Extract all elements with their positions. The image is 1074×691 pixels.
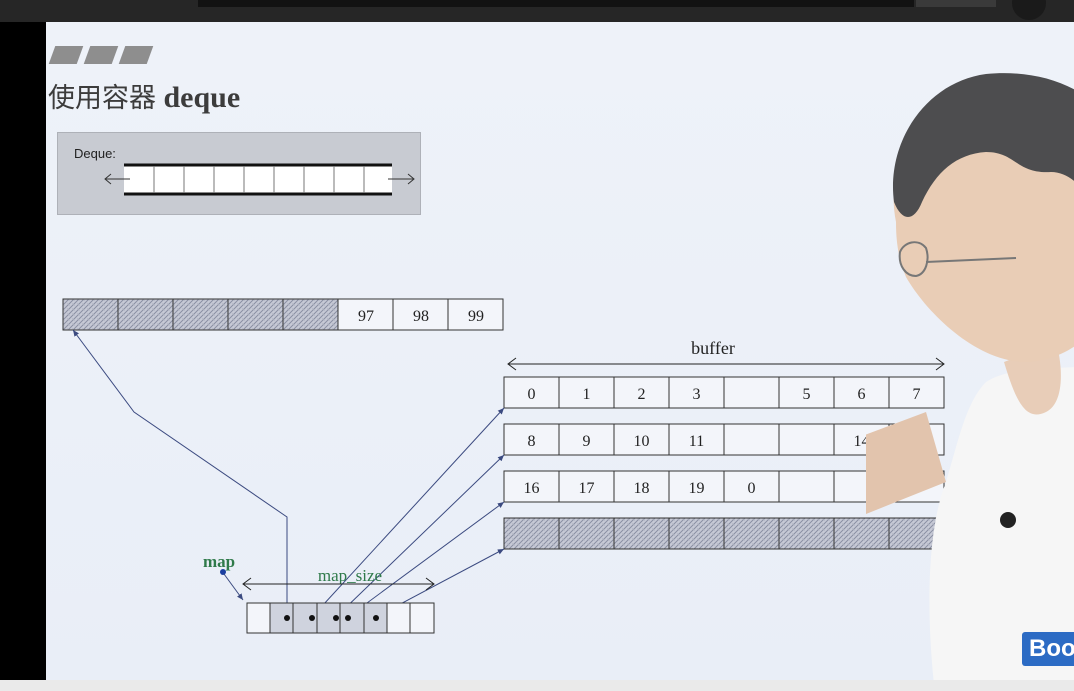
cell-value: 19: [689, 480, 705, 497]
cell-value: 0: [748, 480, 756, 497]
slide-title-cn: 使用容器: [48, 83, 156, 114]
hatched-cell: [778, 517, 835, 550]
hatched-buffer-row: [503, 517, 945, 550]
buffer-cell: [613, 376, 670, 409]
cell-value: 18: [634, 480, 650, 497]
cell-value: 8: [528, 433, 536, 450]
buffer-cell: [778, 470, 835, 503]
deque-label: Deque:: [74, 146, 116, 161]
cell-value: 3: [693, 386, 701, 403]
channel-logo: Boo: [1022, 632, 1074, 666]
cell-value: 16: [524, 480, 540, 497]
buffer-cell: [392, 298, 449, 331]
buffer-cell: [723, 423, 780, 456]
buffer-cell: [723, 470, 780, 503]
cell-value: 17: [579, 480, 595, 497]
hatched-cell: [723, 517, 780, 550]
player-control-icon[interactable]: [1012, 0, 1046, 20]
cell-value: 10: [634, 433, 650, 450]
slide-title-en: deque: [163, 81, 241, 114]
cell-value: 7: [913, 386, 921, 403]
map-arrow: [223, 573, 244, 601]
hatched-cell: [172, 298, 229, 331]
buffer-cell: [503, 470, 560, 503]
buffer-cell: [558, 470, 615, 503]
map-array: [246, 602, 435, 634]
buffer-span-arrow: [507, 357, 945, 371]
buffer-cell: [723, 376, 780, 409]
bottom-bar: [0, 680, 1074, 691]
buffer-cell: [668, 470, 725, 503]
left-letterbox: [0, 22, 46, 691]
map-node-pointer: [333, 615, 339, 621]
hatched-cell: [503, 517, 560, 550]
map-label: map: [203, 552, 235, 571]
cell-value: 11: [689, 433, 704, 450]
cell-value: 99: [468, 308, 484, 325]
buffer-cell: [613, 470, 670, 503]
cell-value: 98: [413, 308, 429, 325]
hatched-cell: [117, 298, 174, 331]
buffer-rows: 012356789101114151617181903: [503, 376, 945, 503]
buffer-cell: [447, 298, 504, 331]
map-node-pointer: [309, 615, 315, 621]
video-progress-track[interactable]: [198, 0, 914, 7]
buffer-cell: [668, 376, 725, 409]
cell-value: 6: [858, 386, 866, 403]
map-node-pointer: [345, 615, 351, 621]
buffer-label: buffer: [691, 338, 735, 358]
lecture-slide: 使用容器 deque Deque:: [46, 22, 1074, 680]
buffer-cell: [337, 298, 394, 331]
buffer-cell: [558, 376, 615, 409]
hatched-cell: [833, 517, 890, 550]
buffer-cell: [503, 423, 560, 456]
video-progress-remaining[interactable]: [916, 0, 996, 7]
buffer-cell: [558, 423, 615, 456]
map-dot: [220, 569, 226, 575]
cell-value: 1: [583, 386, 591, 403]
deque-illustration: Deque:: [57, 132, 421, 215]
cell-value: 97: [358, 308, 374, 325]
top-buffer-row: 97 98 99: [62, 298, 504, 331]
hatched-cell: [227, 298, 284, 331]
video-top-bar: [0, 0, 1074, 22]
map-pointer-lines: [72, 329, 505, 618]
map-size-label: map_size: [318, 566, 382, 585]
buffer-cell: [778, 376, 835, 409]
hatched-cell: [558, 517, 615, 550]
presenter-figure: [866, 73, 1074, 680]
hatched-cell: [282, 298, 339, 331]
deque-strip: [104, 163, 415, 196]
slide-title: 使用容器 deque: [48, 76, 240, 115]
deque-memory-diagram: 97 98 99 buffer 012356789101114151617181…: [62, 298, 945, 634]
buffer-cell: [888, 376, 945, 409]
map-size-arrow: [242, 577, 435, 591]
map-node-pointer: [373, 615, 379, 621]
hatched-cell: [668, 517, 725, 550]
cell-value: 0: [528, 386, 536, 403]
map-node-pointer: [284, 615, 290, 621]
lapel-microphone-icon: [1000, 512, 1016, 528]
hatched-cell: [613, 517, 670, 550]
cell-value: 9: [583, 433, 591, 450]
hatched-cell: [62, 298, 119, 331]
buffer-cell: [778, 423, 835, 456]
cell-value: 2: [638, 386, 646, 403]
cell-value: 5: [803, 386, 811, 403]
